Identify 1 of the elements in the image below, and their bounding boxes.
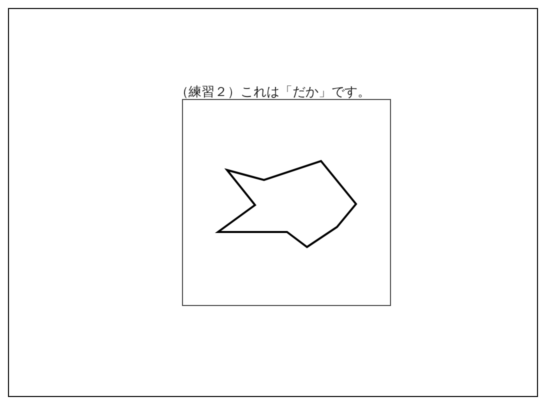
title: （練習２）これは「だか」です。 (176, 85, 370, 100)
